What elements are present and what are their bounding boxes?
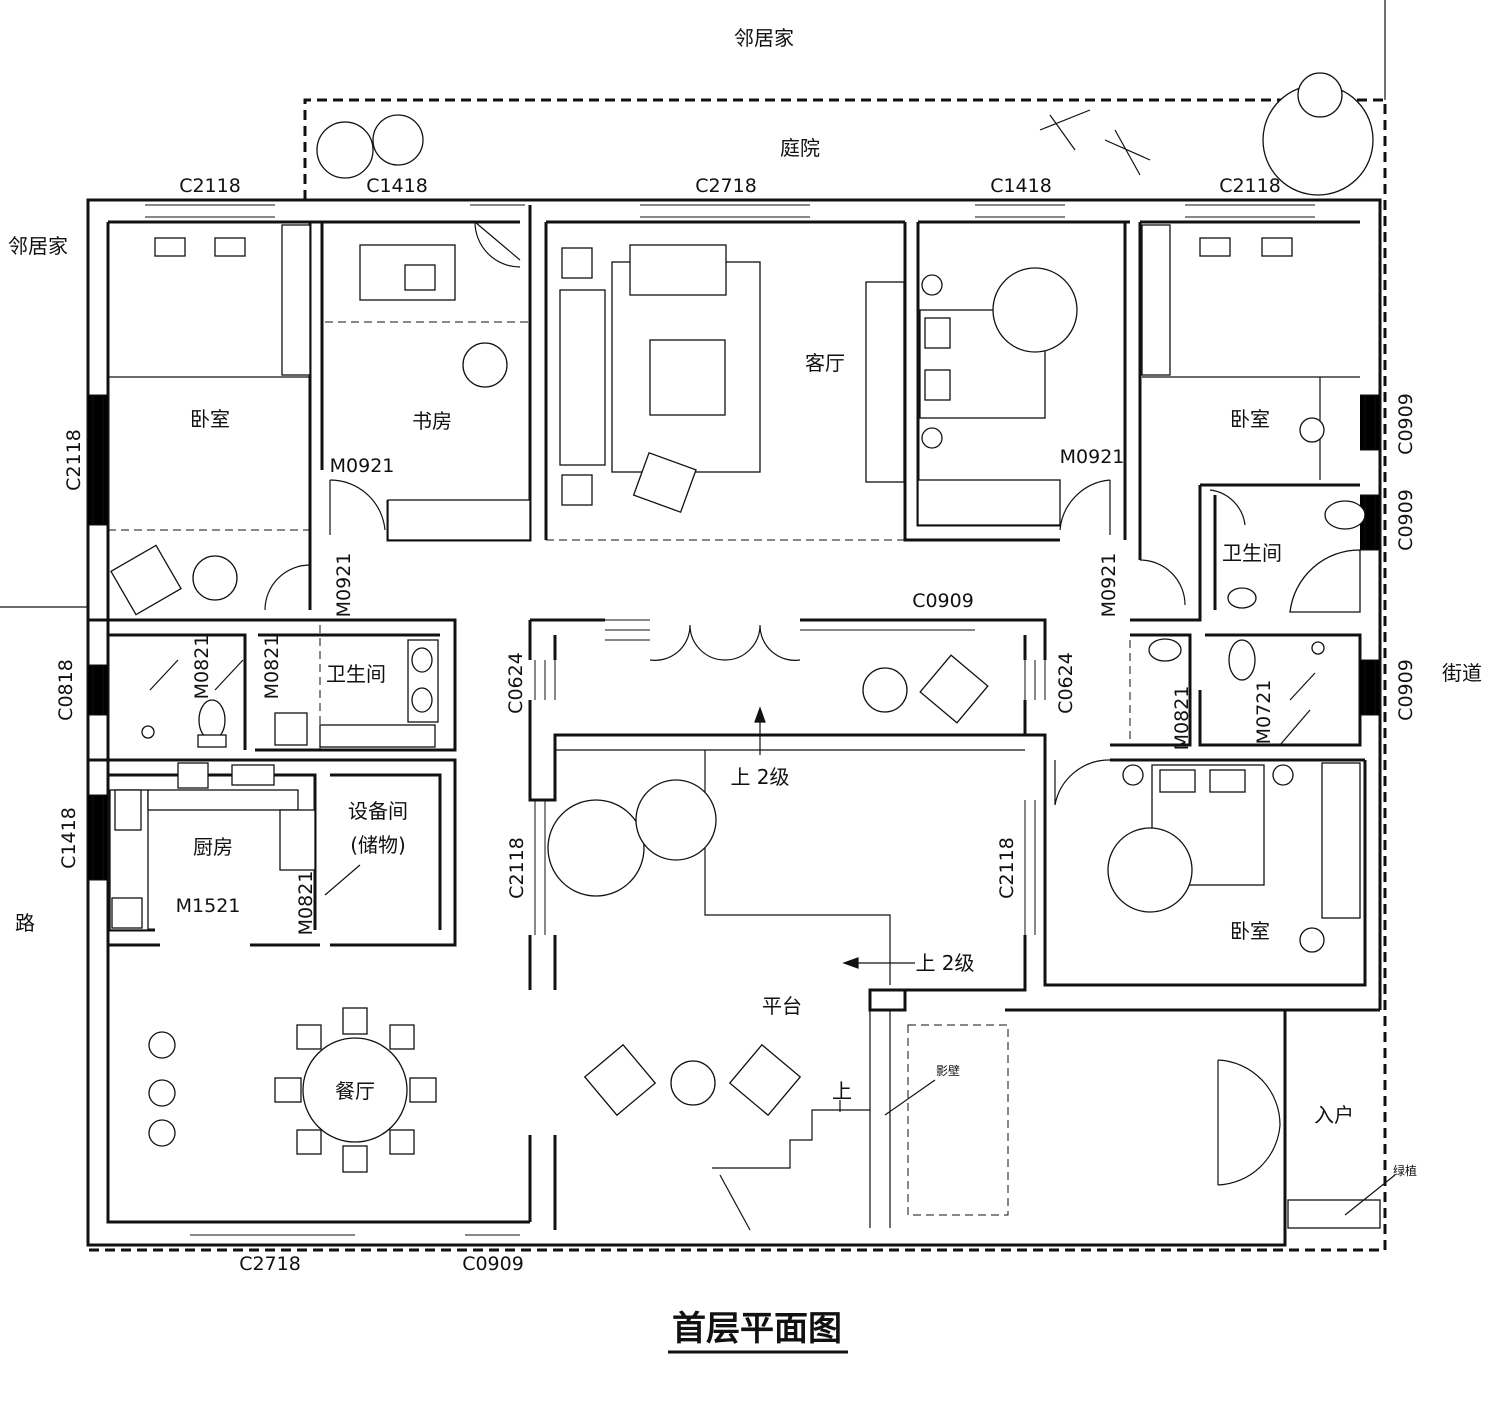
windows [88, 199, 1381, 1246]
label-planting: 绿植 [1393, 1163, 1417, 1178]
label-neighbor-left: 邻居家 [8, 234, 68, 258]
label-courtyard: 庭院 [780, 136, 820, 160]
step-arrows [754, 706, 1396, 1216]
plan-title: 首层平面图 [672, 1309, 842, 1349]
label-road: 路 [15, 911, 35, 935]
label-step-up-1: 上 2级 [730, 765, 789, 789]
label-screen-wall: 影壁 [936, 1063, 960, 1078]
label-bedroom-ne: 卧室 [1230, 407, 1270, 431]
label-bath-w: 卫生间 [326, 662, 386, 686]
label-top-c1418-right: C1418 [990, 175, 1052, 197]
living-room-furniture [559, 244, 761, 513]
label-right-c0909-c: C0909 [1395, 659, 1417, 721]
label-street: 街道 [1442, 661, 1482, 685]
label-inner-c0909: C0909 [912, 590, 974, 612]
fixtures [108, 224, 1381, 1231]
label-stair-up: 上 [832, 1079, 852, 1103]
label-left-c0818: C0818 [55, 659, 77, 721]
label-corridor-m0921-left: M0921 [333, 553, 355, 618]
label-bottom-c2718: C2718 [239, 1253, 301, 1275]
label-right-m0821: M0821 [1171, 686, 1193, 751]
label-study: 书房 [412, 409, 452, 433]
label-inner-c0624-left: C0624 [505, 652, 527, 714]
label-top-c2118-right: C2118 [1219, 175, 1281, 197]
label-kitchen-m1521: M1521 [176, 895, 241, 917]
doors [149, 221, 1316, 1186]
label-bedroom-nw: 卧室 [190, 407, 230, 431]
label-bath-m0821-b: M0821 [261, 635, 283, 700]
label-right-m0721: M0721 [1253, 680, 1275, 745]
labels: 邻居家 邻居家 庭院 路 街道 卧室 书房 客厅 卧室 卫生间 卫生间 厨房 设… [8, 26, 1482, 1354]
bed-ne [919, 267, 1078, 449]
dining-table [148, 1007, 437, 1173]
label-neighbor-top: 邻居家 [734, 26, 794, 50]
label-right-c0909-b: C0909 [1395, 489, 1417, 551]
study-furniture [359, 244, 508, 388]
label-kitchen: 厨房 [193, 835, 233, 859]
label-right-c0909-a: C0909 [1395, 393, 1417, 455]
label-inner-c0624-right: C0624 [1055, 652, 1077, 714]
label-top-c2118-left: C2118 [179, 175, 241, 197]
trees [316, 72, 1374, 897]
pillows-nw [154, 237, 1293, 257]
label-court-c2118-left: C2118 [506, 837, 528, 899]
label-bottom-c0909: C0909 [462, 1253, 524, 1275]
label-corridor-m0921-right: M0921 [1098, 553, 1120, 618]
label-living: 客厅 [805, 351, 845, 375]
label-equipment: 设备间 [348, 799, 408, 823]
bed-se [1107, 764, 1294, 913]
label-entrance: 入户 [1314, 1103, 1354, 1127]
misc-furniture [110, 417, 1325, 1117]
label-equipment-note: (储物) [350, 833, 406, 857]
label-equip-m0821: M0821 [295, 871, 317, 936]
label-court-c2118-right: C2118 [996, 837, 1018, 899]
label-platform: 平台 [762, 994, 802, 1018]
label-step-up-2: 上 2级 [915, 951, 974, 975]
label-left-c1418: C1418 [58, 807, 80, 869]
label-bedroom-m0921-right: M0921 [1060, 446, 1125, 468]
bath-fixtures [141, 500, 1366, 748]
label-top-c2718: C2718 [695, 175, 757, 197]
label-left-c2118: C2118 [63, 429, 85, 491]
label-dining: 餐厅 [335, 1079, 375, 1103]
label-bath-ne: 卫生间 [1222, 541, 1282, 565]
label-bedroom-se: 卧室 [1230, 919, 1270, 943]
label-bath-m0821-a: M0821 [191, 635, 213, 700]
label-study-m0921: M0921 [330, 455, 395, 477]
label-top-c1418-left: C1418 [366, 175, 428, 197]
